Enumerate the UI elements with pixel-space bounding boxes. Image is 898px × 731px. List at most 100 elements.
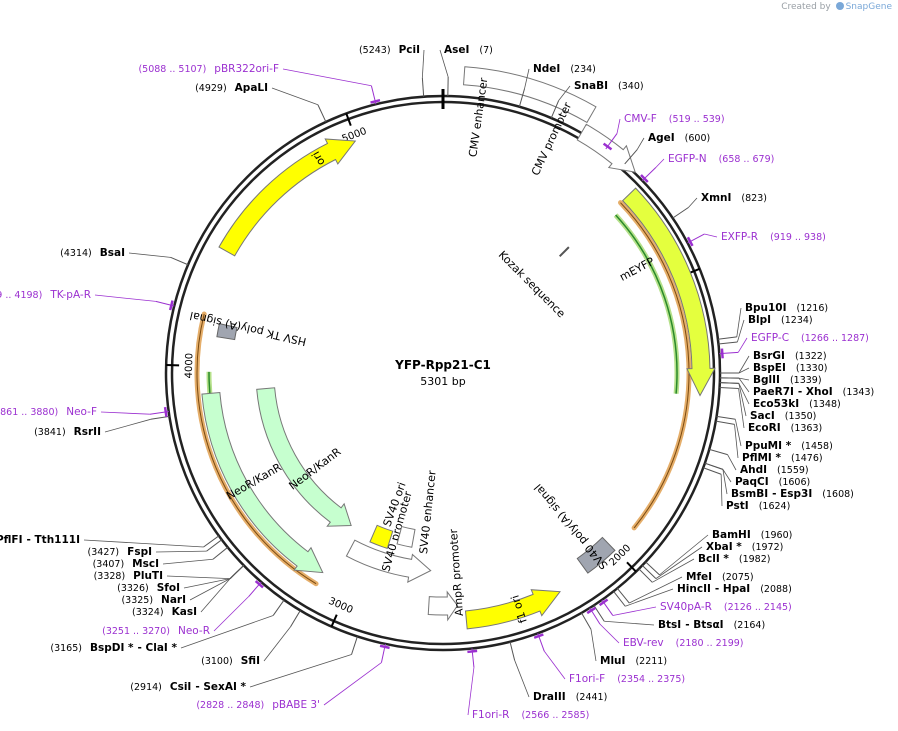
enzyme-leader [645,561,660,576]
enzyme-label: BamHI(1960) [712,529,792,541]
enzyme-leader [170,256,189,266]
enzyme-label: (5243)PciI [359,44,420,56]
primer-connector [213,596,250,632]
enzyme-leader [150,415,170,420]
primer-connector [599,623,620,644]
primer-site [168,300,174,311]
enzyme-label: (3165)BspDI *- ClaI * [50,642,177,654]
primer-connector [704,233,718,238]
feature-label: CMV enhancer [466,76,490,157]
enzyme-connector [271,87,319,106]
enzyme-leader [641,565,657,579]
enzyme-leader [718,341,738,345]
enzyme-label: BglII(1339) [753,374,822,386]
orf-arc-right-core [620,202,690,529]
enzyme-label: PaqCI(1606) [735,476,810,488]
plasmid-size: 5301 bp [420,375,465,388]
primer-label: (3861 .. 3880)Neo-F [0,406,97,418]
enzyme-connector [727,454,737,471]
enzyme-label: DraIII(2441) [533,691,607,703]
feature-arrow [396,525,416,548]
enzyme-connector [636,137,645,150]
enzyme-connector [421,49,425,78]
orf-inner-mEYFP-core [615,214,678,394]
enzyme-label: Eco53kI(1348) [753,398,841,410]
enzyme-connector [734,424,739,459]
enzyme-connector [738,355,750,374]
feature-arrow [201,392,324,574]
enzyme-label: AhdI(1559) [740,464,809,476]
primer-label: (5088 .. 5107)pBR322ori-F [138,63,279,75]
enzyme-connector [166,575,231,580]
enzyme-connector [722,469,728,495]
enzyme-connector [734,419,742,447]
enzyme-label: BsmBI- Esp3I(1608) [731,488,854,500]
enzyme-leader [704,462,724,470]
primer-connector [612,606,657,616]
enzyme-leader [638,568,653,583]
feature-label: mEYFP [617,255,656,284]
enzyme-leader [593,605,605,622]
enzyme-connector [720,474,723,507]
enzyme-leader [229,565,245,579]
enzyme-leader [203,535,220,548]
tick-mark [345,113,352,126]
primer-site [720,348,724,359]
snapgene-logo-icon [835,2,844,10]
enzyme-leader [672,207,689,219]
enzyme-label: XmnI(823) [701,192,767,204]
enzyme-label: XbaI *(1972) [706,541,783,553]
enzyme-leader [290,610,301,627]
enzyme-connector [655,546,703,579]
enzyme-leader [613,590,626,607]
tick-label: 3000 [327,596,355,616]
primer-connector [94,294,156,302]
enzyme-label: (3326)SfoI [117,582,180,594]
primer-connector [543,650,566,680]
enzyme-leader [550,100,560,119]
enzyme-label: AseI(7) [444,44,493,56]
enzyme-label: (3328)PluTI [94,570,163,582]
enzyme-connector [524,68,530,89]
enzyme-label: (3324)KasI [132,606,197,618]
primer-connector [323,662,382,706]
enzyme-label: BspEI(1330) [753,362,827,374]
plasmid-name: YFP-Rpp21-C1 [394,358,491,372]
enzyme-leader [717,336,737,340]
enzyme-label: (4929)ApaLI [195,82,268,94]
primer-label: SV40pA-R(2126 .. 2145) [660,601,792,613]
enzyme-leader [715,420,735,425]
feature-arrow [218,138,357,257]
feature-label: HSV TK poly(A) signal [189,309,308,348]
enzyme-connector [604,620,655,626]
enzyme-connector [155,550,207,553]
primer-label: F1ori-F(2354 .. 2375) [569,673,685,685]
primer-connector [282,68,372,87]
enzyme-connector [652,558,695,583]
primer-connector [655,158,665,168]
enzyme-label: PstI(1624) [726,500,790,512]
enzyme-connector [659,534,709,576]
enzyme-label: BclI *(1982) [698,553,770,565]
enzyme-connector [738,383,747,417]
enzyme-leader [624,149,638,165]
enzyme-label: (3100)SfiI [201,655,260,667]
primer-label: EXFP-R(919 .. 938) [721,231,826,243]
enzyme-leader [616,587,630,604]
enzyme-connector [200,578,231,613]
primer-label: EGFP-N(658 .. 679) [668,153,774,165]
primer-site [686,236,694,247]
enzyme-label: (2914)CsiI- SexAI * [130,681,246,693]
enzyme-connector [629,576,683,604]
enzyme-leader [272,599,285,616]
enzyme-label: NdeI(234) [533,63,596,75]
primer-label: (2828 .. 2848)pBABE 3' [196,699,320,711]
primer-label: EGFP-C(1266 .. 1287) [751,332,869,344]
enzyme-leader [716,415,736,420]
feature-label: SV40 enhancer [417,469,439,554]
enzyme-label: PpuMI *(1458) [745,440,833,452]
primer-site [163,406,168,417]
enzyme-connector [738,383,750,405]
backbone-outer [164,94,722,652]
